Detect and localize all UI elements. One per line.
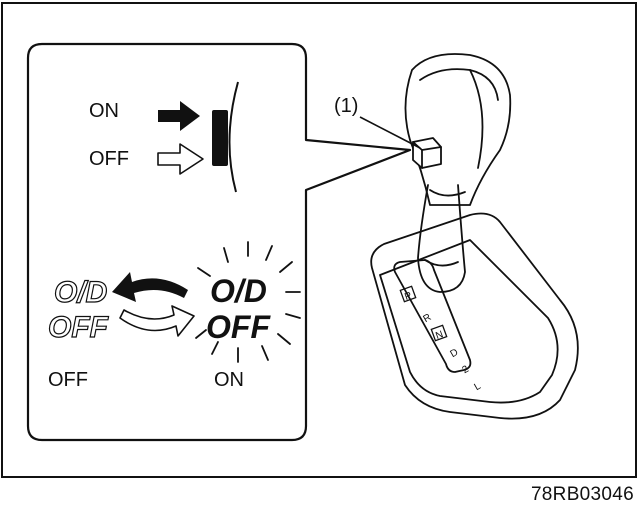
- od-off-indicator-unlit: O/D OFF: [47, 275, 109, 344]
- figure-code: 78RB03046: [530, 484, 634, 505]
- od-text-lit: O/D: [210, 273, 267, 309]
- shift-lever-illustration: [370, 53, 579, 420]
- toggle-arrow-right-icon: [119, 305, 195, 337]
- figure-frame: [1, 2, 637, 478]
- off-text-lit: OFF: [206, 309, 271, 345]
- off-label: OFF: [89, 148, 129, 170]
- gear-box-n: [430, 324, 448, 342]
- gear-2: 2: [461, 364, 472, 377]
- state-on-label: ON: [214, 369, 244, 391]
- gear-box-p: [399, 285, 417, 303]
- console-edge-curve: [228, 81, 239, 193]
- gear-n: N: [434, 329, 445, 342]
- od-off-indicator-lit: O/D OFF: [195, 241, 301, 363]
- state-off-label: OFF: [48, 369, 88, 391]
- off-text-unlit: OFF: [48, 311, 109, 344]
- gear-r: R: [422, 312, 434, 325]
- gear-p: P: [403, 290, 413, 303]
- part-number-label: (1): [334, 95, 358, 117]
- on-label: ON: [89, 100, 119, 122]
- gear-d: D: [449, 347, 461, 360]
- part-leader-line: [359, 116, 421, 149]
- light-rays: [195, 241, 301, 363]
- gear-position-indicators: P R N D 2 L: [399, 285, 484, 394]
- hollow-arrow-icon: [157, 143, 204, 175]
- toggle-arrow-left-icon: [112, 272, 188, 302]
- od-text-unlit: O/D: [54, 276, 107, 309]
- od-button-face: [212, 110, 228, 166]
- gear-l: L: [473, 381, 484, 394]
- callout-panel: [26, 42, 412, 442]
- solid-arrow-icon: [158, 101, 200, 131]
